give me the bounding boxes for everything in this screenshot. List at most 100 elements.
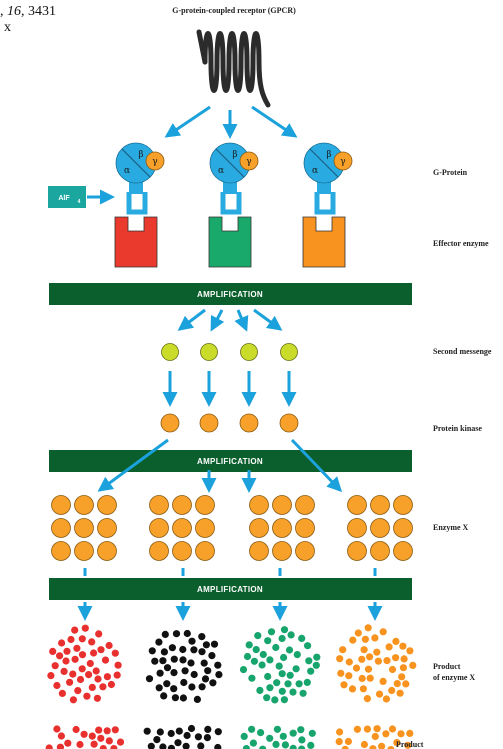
- product-cluster-2: [145, 629, 223, 704]
- effector-enzyme-1: [114, 216, 158, 268]
- product-dot: [373, 648, 381, 656]
- product-dot: [303, 678, 311, 687]
- product-dot: [175, 727, 183, 735]
- product-dot: [249, 739, 257, 747]
- product-dot: [299, 689, 307, 697]
- product-dot: [256, 686, 264, 695]
- citation-volume: 16: [7, 4, 21, 19]
- product-dot: [215, 671, 223, 679]
- product-dot: [159, 743, 167, 749]
- diagram-title: G-protein-coupled receptor (GPCR): [172, 6, 296, 15]
- enzyme-x: [249, 541, 269, 561]
- product-dot: [388, 665, 397, 674]
- product-dot: [170, 669, 178, 677]
- product-dot: [360, 740, 368, 749]
- enzyme-x: [149, 518, 169, 538]
- enzyme-x: [272, 518, 292, 538]
- product-dot: [92, 667, 100, 675]
- product-dot: [72, 725, 80, 734]
- product-dot: [258, 661, 266, 669]
- product-dot: [188, 683, 196, 691]
- label-product: Product: [433, 662, 461, 671]
- effector-enzyme-3: [302, 216, 346, 268]
- product-dot: [289, 744, 297, 749]
- product-dot: [396, 689, 404, 697]
- enzyme-x-group-2: [149, 495, 215, 561]
- product-cluster-3: [239, 626, 321, 704]
- product-dot: [339, 646, 347, 654]
- alpha-label: α: [124, 166, 130, 176]
- enzyme-x: [97, 518, 117, 538]
- enzyme-x: [249, 518, 269, 538]
- label-of-enzyme-x: of enzyme X: [433, 673, 475, 682]
- product-dot: [69, 696, 77, 704]
- product-dot: [93, 694, 101, 702]
- enzyme-x: [51, 495, 71, 515]
- product-dot: [60, 667, 68, 676]
- enzyme-x: [272, 495, 292, 515]
- product-dot: [295, 680, 303, 688]
- product-dot: [284, 680, 292, 688]
- product-dot: [345, 672, 353, 680]
- enzyme-x-group-1: [51, 495, 117, 561]
- product-dot: [107, 680, 115, 689]
- product-dot: [392, 654, 400, 662]
- product-dot: [110, 745, 118, 749]
- amplification-label-3: AMPLIFICATION: [197, 585, 263, 594]
- product-dot: [375, 690, 384, 698]
- product-dot: [57, 732, 65, 740]
- product-dot: [266, 734, 274, 742]
- product-dot: [341, 745, 349, 749]
- product-dot: [363, 725, 371, 733]
- label-product-cut: Product: [396, 740, 424, 749]
- product-dot: [80, 730, 88, 738]
- product-dot: [298, 634, 306, 643]
- product-dot: [248, 725, 256, 733]
- protein-kinase-2: [199, 413, 219, 433]
- protein-kinase-3: [239, 413, 259, 433]
- product-dot: [67, 635, 75, 644]
- enzyme-x: [74, 541, 94, 561]
- amplification-band-3: AMPLIFICATION: [49, 578, 412, 600]
- product-dot: [298, 745, 306, 749]
- product-cluster-lower-1: [45, 725, 125, 749]
- product-dot: [382, 730, 390, 738]
- product-dot: [183, 731, 191, 740]
- product-dot: [361, 635, 369, 643]
- product-cluster-lower-3: [240, 725, 316, 749]
- enzyme-x: [295, 495, 315, 515]
- product-dot: [280, 696, 288, 704]
- product-dot: [198, 633, 206, 641]
- product-dot: [190, 646, 198, 654]
- product-dot: [74, 687, 82, 695]
- product-dot: [170, 655, 178, 663]
- enzyme-x: [295, 541, 315, 561]
- enzyme-x: [272, 541, 292, 561]
- product-dot: [266, 684, 274, 692]
- product-dot: [358, 674, 366, 683]
- product-cluster-lower-2: [143, 724, 222, 749]
- product-dot: [155, 638, 163, 646]
- aif4-box: AlF 4: [48, 186, 115, 208]
- enzyme-x: [393, 518, 413, 538]
- product-dot: [71, 626, 79, 634]
- second-messengers: [161, 343, 298, 361]
- product-dot: [83, 692, 91, 700]
- product-dot: [151, 657, 159, 665]
- product-dot: [273, 725, 281, 733]
- product-dot: [263, 694, 271, 702]
- product-dot: [387, 746, 395, 749]
- product-dot: [190, 670, 198, 679]
- product-dot: [406, 729, 414, 738]
- enzyme-x: [249, 495, 269, 515]
- product-dot: [202, 641, 210, 649]
- product-dot: [409, 661, 417, 670]
- enzyme-x: [195, 518, 215, 538]
- product-dot: [392, 637, 400, 646]
- second-messenger-3: [240, 343, 258, 361]
- product-dot: [99, 683, 107, 691]
- product-dot: [179, 656, 187, 664]
- product-dot: [90, 740, 98, 748]
- enzyme-x-group-4: [347, 495, 413, 561]
- product-dot: [174, 739, 182, 747]
